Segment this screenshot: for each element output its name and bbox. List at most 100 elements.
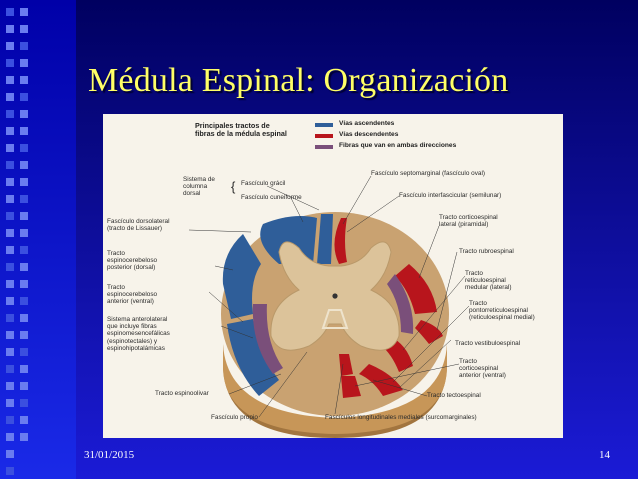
spinal-cord-figure: Principales tractos de fibras de la médu…: [103, 114, 563, 438]
fasciculus-proprius-left: [252, 304, 283, 374]
decorative-square: [20, 76, 28, 84]
legend-descending: Vías descendentes: [339, 131, 399, 138]
legend-swatch-both: [315, 145, 333, 149]
decorative-square: [20, 8, 28, 16]
decorative-square: [20, 212, 28, 220]
decorative-square: [20, 433, 28, 441]
brace-glyph: {: [231, 179, 236, 194]
decorative-square: [6, 365, 14, 373]
decorative-square: [20, 127, 28, 135]
decorative-square: [20, 229, 28, 237]
footer-date: 31/01/2015: [84, 449, 135, 461]
decorative-square: [20, 161, 28, 169]
label-corticoespinal-lateral: Tracto corticoespinal lateral (piramidal…: [439, 214, 498, 229]
medial-longitudinal-fasciculus: [339, 354, 353, 376]
label-fasciculo-cuneiforme: Fascículo cuneiforme: [241, 194, 302, 201]
label-corticoespinal-anterior: Tracto corticoespinal anterior (ventral): [459, 358, 506, 380]
anterior-corticospinal-tract: [341, 376, 361, 398]
decorative-square: [20, 178, 28, 186]
slide-title: Médula Espinal: Organización: [88, 62, 509, 99]
decorative-square: [20, 382, 28, 390]
cord-base-side: [223, 344, 447, 434]
label-fasciculos-longitudinales: Fascículos longitudinales mediales (surc…: [325, 414, 477, 421]
anterolateral-system-tract: [227, 319, 279, 396]
decorative-square: [20, 365, 28, 373]
anterior-commissure: [321, 309, 349, 329]
decorative-square: [6, 450, 14, 458]
decorative-square: [6, 178, 14, 186]
decorative-square: [6, 348, 14, 356]
label-fasciculo-propio: Fascículo propio: [211, 414, 258, 421]
decorative-square: [6, 76, 14, 84]
decorative-square: [20, 416, 28, 424]
rubrospinal-tract: [415, 320, 443, 344]
label-tectoespinal: Tracto tectoespinal: [427, 392, 481, 399]
decorative-square: [6, 399, 14, 407]
decorative-square: [6, 161, 14, 169]
decorative-square: [6, 212, 14, 220]
label-fasciculo-dorsolateral: Fascículo dorsolateral (tracto de Lissau…: [107, 218, 170, 233]
decorative-square: [20, 59, 28, 67]
label-rubroespinal: Tracto rubroespinal: [459, 248, 514, 255]
decorative-square: [6, 42, 14, 50]
central-canal: [332, 293, 338, 299]
decorative-square: [6, 331, 14, 339]
decorative-square: [20, 25, 28, 33]
label-espinocerebeloso-anterior: Tracto espinocerebeloso anterior (ventra…: [107, 284, 158, 306]
legend-swatch-descending: [315, 134, 333, 138]
label-vestibuloespinal: Tracto vestibuloespinal: [455, 340, 521, 347]
septomarginal-tract: [334, 218, 347, 264]
label-fasciculo-interfascicular: Fascículo interfascicular (semilunar): [399, 192, 502, 199]
decorative-square: [20, 399, 28, 407]
decorative-square: [20, 348, 28, 356]
decorative-square: [6, 433, 14, 441]
legend-both-directions: Fibras que van en ambas direcciones: [339, 142, 457, 149]
decorative-square: [6, 280, 14, 288]
label-fasciculo-septomarginal: Fascículo septomarginal (fascículo oval): [371, 170, 486, 177]
decorative-square: [6, 195, 14, 203]
label-sistema-anterolateral: Sistema anterolateral que incluye fibras…: [107, 316, 170, 352]
decorative-square: [20, 263, 28, 271]
decorative-square: [20, 144, 28, 152]
decorative-square: [20, 195, 28, 203]
decorative-square: [20, 110, 28, 118]
decorative-square: [6, 382, 14, 390]
decorative-square: [6, 127, 14, 135]
decorative-square: [6, 8, 14, 16]
label-reticuloespinal-medular: Tracto reticuloespinal medular (lateral): [465, 270, 512, 292]
decorative-square: [6, 467, 14, 475]
decorative-square: [20, 42, 28, 50]
decorative-square: [6, 110, 14, 118]
decorative-square: [6, 297, 14, 305]
label-espinoolivar: Tracto espinoolivar: [155, 390, 209, 397]
label-fasciculo-gracil: Fascículo grácil: [241, 180, 286, 187]
vestibulospinal-tract: [359, 364, 403, 396]
decorative-square: [20, 331, 28, 339]
decorative-square: [6, 314, 14, 322]
decorative-square: [20, 246, 28, 254]
left-decorative-strip: [0, 0, 76, 479]
figure-header: Principales tractos de fibras de la médu…: [195, 121, 287, 138]
decorative-square: [20, 93, 28, 101]
decorative-square: [20, 280, 28, 288]
fasciculus-cuneatus-tract: [260, 216, 317, 264]
legend-swatch-ascending: [315, 123, 333, 127]
legend-ascending: Vías ascendentes: [339, 120, 395, 127]
decorative-square: [20, 297, 28, 305]
slide-number: 14: [599, 449, 610, 461]
decorative-square: [6, 59, 14, 67]
posterior-spinocerebellar-tract: [222, 234, 261, 319]
decorative-square: [20, 314, 28, 322]
decorative-square: [6, 25, 14, 33]
spinal-cord-diagram: [188, 175, 470, 438]
lateral-corticospinal-tract: [395, 264, 437, 314]
decorative-square: [6, 246, 14, 254]
fasciculus-gracilis-tract: [317, 214, 333, 264]
decorative-square: [6, 144, 14, 152]
fasciculus-proprius-right: [387, 274, 414, 334]
decorative-square: [6, 229, 14, 237]
label-sistema-columna: Sistema de columna dorsal: [183, 176, 215, 198]
label-espinocerebeloso-posterior: Tracto espinocerebeloso posterior (dorsa…: [107, 250, 158, 272]
decorative-square: [6, 416, 14, 424]
decorative-square: [6, 263, 14, 271]
